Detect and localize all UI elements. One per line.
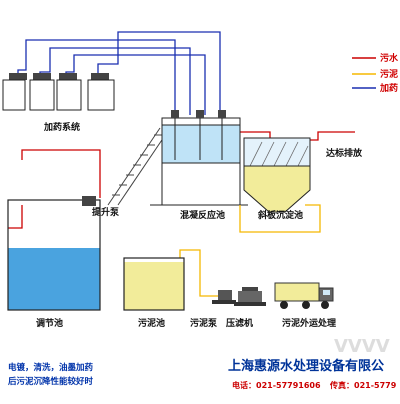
sludge-pump — [212, 290, 236, 304]
sludge-tank-label: 污泥池 — [138, 317, 165, 329]
coagulation-tank — [150, 110, 248, 206]
sludge-transport-label: 污泥外运处理 — [282, 317, 336, 329]
settler-label: 斜板沉淀池 — [257, 209, 303, 221]
company-phone: 电话：021-57791606 — [232, 380, 321, 390]
dosing-tank-2 — [29, 73, 55, 111]
watermark-text: VVVV — [334, 336, 390, 357]
stairs — [107, 127, 171, 206]
sewage-pipes — [8, 131, 355, 229]
legend-sludge-label: 污泥 — [380, 68, 398, 80]
process-note-line-1: 电镀，清洗，油墨加药 — [8, 362, 94, 373]
dosing-tanks — [2, 73, 115, 111]
company-name: 上海惠源水处理设备有限公 — [228, 358, 384, 374]
process-note-line-2: 后污泥沉降性能较好时 — [8, 376, 94, 387]
inclined-plate-settler — [243, 137, 311, 213]
filter-press — [234, 287, 266, 306]
legend-dosing-label: 加药 — [379, 82, 398, 94]
sludge-tank — [123, 257, 185, 311]
legend: 污水 污泥 加药 — [352, 52, 399, 94]
dosing-system-label: 加药系统 — [43, 121, 80, 133]
company-fax: 传真：021-5779 — [329, 380, 397, 390]
dosing-tank-4 — [87, 73, 115, 111]
regulating-tank — [7, 196, 101, 311]
filter-press-label: 压滤机 — [226, 317, 253, 329]
dosing-tank-1 — [2, 73, 27, 111]
regulating-tank-label: 调节池 — [36, 317, 63, 329]
dosing-tank-3 — [56, 73, 82, 111]
sludge-truck — [274, 282, 334, 309]
coagulation-tank-label: 混凝反应池 — [180, 209, 225, 221]
sludge-pump-label: 污泥泵 — [190, 317, 218, 329]
legend-sewage-label: 污水 — [380, 52, 399, 64]
discharge-label: 达标排放 — [326, 147, 363, 159]
lift-pump-label: 提升泵 — [92, 206, 120, 218]
